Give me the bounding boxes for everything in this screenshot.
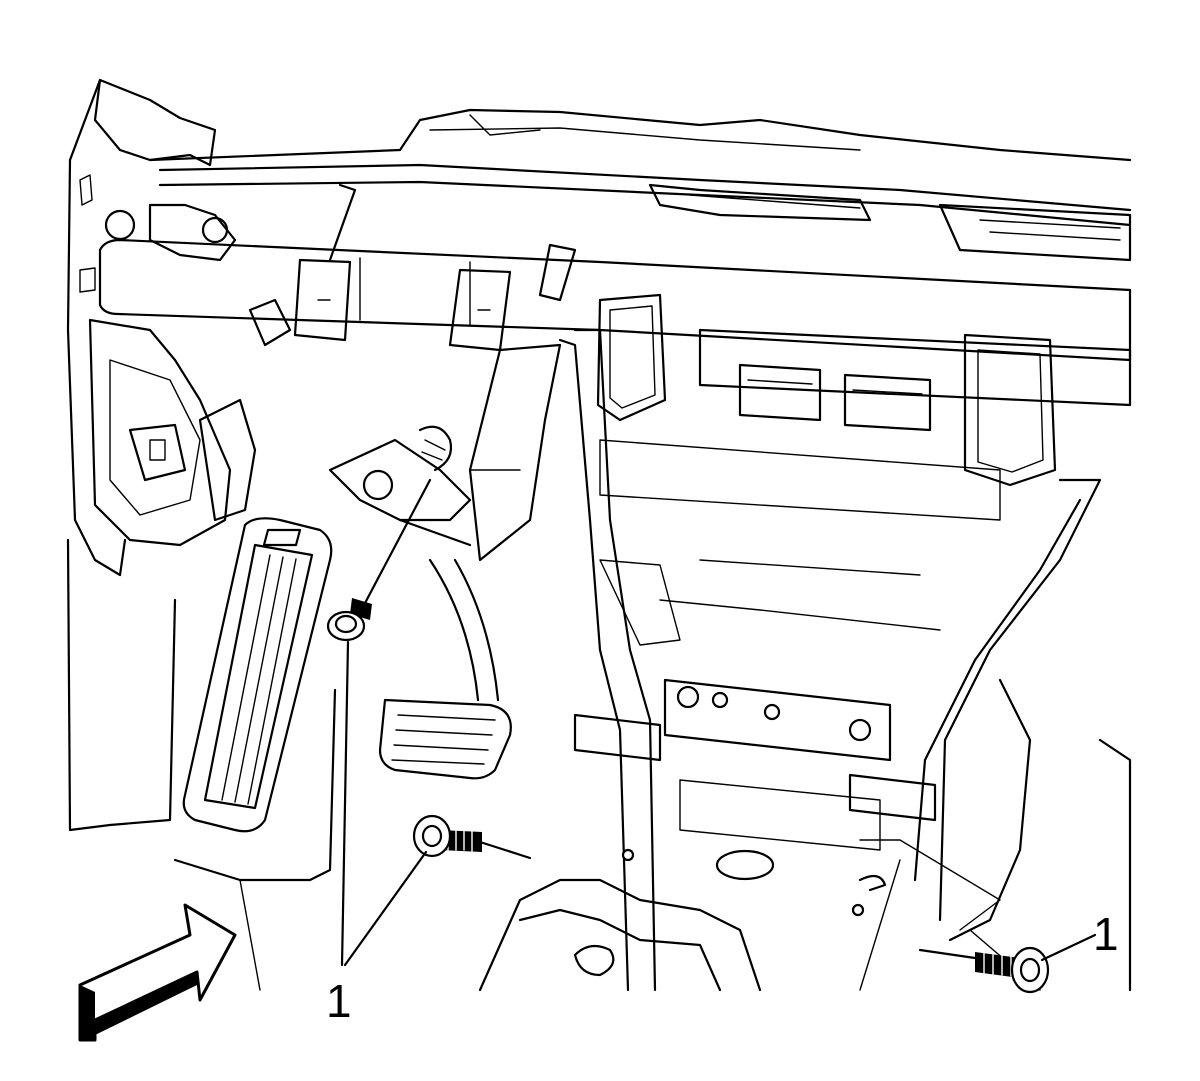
right-side-bolt bbox=[918, 946, 1050, 994]
dash-upper-structure bbox=[68, 78, 1132, 262]
floor-tunnel bbox=[478, 839, 1001, 992]
accelerator-pedal bbox=[182, 517, 333, 833]
left-body-pillar bbox=[66, 158, 257, 577]
callout-label-1-right: 1 bbox=[1093, 908, 1119, 960]
view-direction-arrow-icon bbox=[78, 903, 237, 1042]
lower-bracket-bolt bbox=[412, 814, 532, 860]
pedal-bracket-braces bbox=[248, 183, 577, 562]
brake-pedal-bracket-bolt bbox=[326, 478, 472, 642]
callout-leaders bbox=[340, 640, 1097, 967]
center-support-bracket bbox=[558, 293, 1102, 992]
callout-label-1-left: 1 bbox=[326, 975, 352, 1027]
brake-pedal bbox=[328, 425, 512, 780]
